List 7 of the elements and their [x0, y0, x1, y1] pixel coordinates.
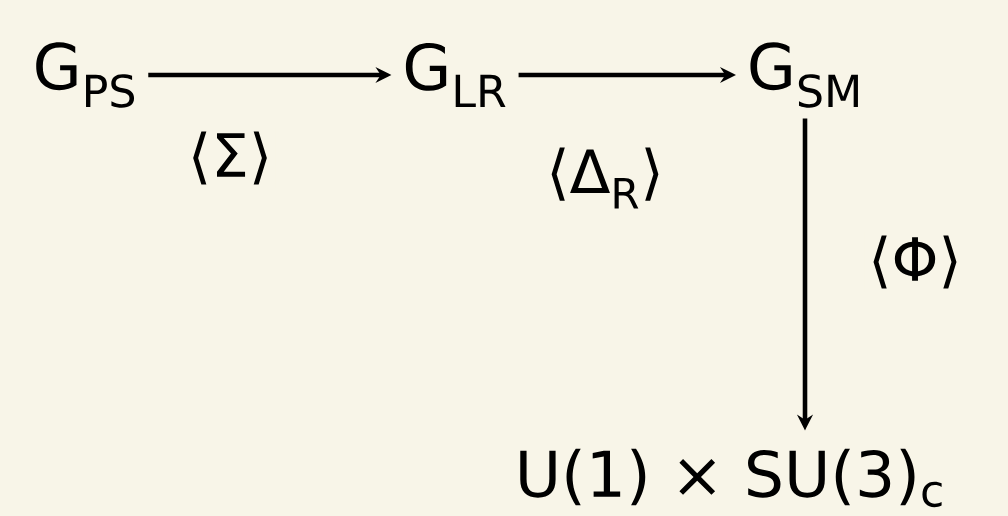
- edge-label: ⟨Δ$_{R}$⟩: [542, 144, 668, 212]
- edge-label: ⟨Φ⟩: [864, 231, 966, 293]
- group-label: G$_{SM}$: [750, 42, 858, 108]
- group-label: G$_{LR}$: [405, 42, 506, 108]
- edge-label: ⟨Σ⟩: [184, 127, 276, 189]
- group-label: G$_{PS}$: [36, 42, 135, 108]
- group-label: U(1) × SU(3)$_{c}$: [520, 448, 942, 508]
